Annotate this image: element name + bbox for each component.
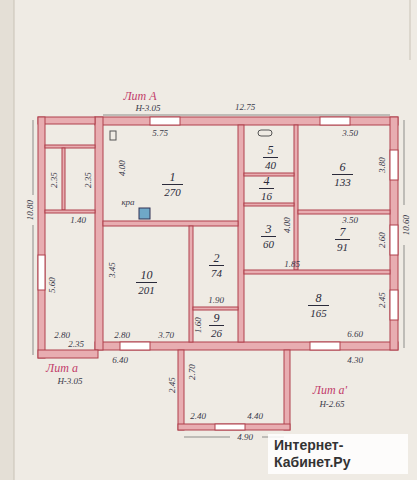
dimension-label: 6.40 xyxy=(112,355,128,365)
dimension-label: 2.70 xyxy=(187,364,197,380)
dimension-label: 12.75 xyxy=(235,102,255,112)
room-area: 270 xyxy=(162,184,183,199)
room-area: 60 xyxy=(261,236,276,251)
dimension-label: 1.40 xyxy=(70,215,86,225)
room-number: 3 xyxy=(261,223,276,236)
dimension-label: 1.85 xyxy=(284,259,300,269)
dimension-label: 2.80 xyxy=(54,330,70,340)
room-label: 360 xyxy=(261,223,276,251)
dimension-label: Н-3.05 xyxy=(57,376,82,386)
dimension-label: Н-2.65 xyxy=(319,399,344,409)
room-label: 274 xyxy=(209,252,224,280)
dimension-label: 3.80 xyxy=(377,157,387,173)
room-label: 540 xyxy=(263,144,278,172)
room-number: 2 xyxy=(209,252,224,265)
room-label: 926 xyxy=(209,312,224,340)
room-number: 6 xyxy=(332,161,353,174)
room-label: 8165 xyxy=(308,292,329,320)
dimension-label: Н-3.05 xyxy=(135,103,160,113)
dimension-label: 2.45 xyxy=(167,377,177,393)
room-number: 9 xyxy=(209,312,224,325)
room-number: 5 xyxy=(263,144,278,157)
dimension-label: 2.35 xyxy=(83,172,93,188)
room-number: 1 xyxy=(162,171,183,184)
room-area: 91 xyxy=(335,239,350,254)
dimension-label: 2.35 xyxy=(49,172,59,188)
room-label: 6133 xyxy=(332,161,353,189)
dimension-label: 3.70 xyxy=(158,330,174,340)
dimension-label: 3.45 xyxy=(107,262,117,278)
room-area: 16 xyxy=(259,188,274,203)
dimension-label: 2.80 xyxy=(114,330,130,340)
building-letter: Лит а xyxy=(46,362,78,375)
dimension-label: кра xyxy=(121,197,134,207)
dimension-label: 2.40 xyxy=(190,411,206,421)
room-area: 40 xyxy=(263,157,278,172)
building-letter: Лит А xyxy=(123,90,156,103)
room-number: 8 xyxy=(308,292,329,305)
room-label: 10201 xyxy=(136,269,157,297)
building-letter: Лит а' xyxy=(313,384,347,397)
room-number: 10 xyxy=(136,269,157,282)
dimension-label: 5.60 xyxy=(47,277,57,293)
dimension-label: 3.50 xyxy=(342,128,358,138)
dimension-label: 1.60 xyxy=(193,317,203,333)
room-label: 1270 xyxy=(162,171,183,199)
watermark: Интернет-Кабинет.Ру xyxy=(268,434,408,474)
room-label: 791 xyxy=(335,226,350,254)
dimension-label: 3.50 xyxy=(342,215,358,225)
dimension-label: 10.80 xyxy=(25,200,35,220)
dimension-label: 6.60 xyxy=(347,329,363,339)
room-area: 26 xyxy=(209,325,224,340)
dimension-label: 4.00 xyxy=(282,217,292,233)
room-number: 7 xyxy=(335,226,350,239)
room-area: 74 xyxy=(209,265,224,280)
room-area: 165 xyxy=(308,305,329,320)
room-area: 201 xyxy=(136,282,157,297)
dimension-label: 10.60 xyxy=(401,215,411,235)
dimension-label: 4.30 xyxy=(347,355,363,365)
room-label: 416 xyxy=(259,175,274,203)
dimension-label: 1.90 xyxy=(208,295,224,305)
dimension-label: 2.60 xyxy=(377,232,387,248)
room-area: 133 xyxy=(332,174,353,189)
dimension-label: 2.35 xyxy=(68,339,84,349)
dimension-label: 4.90 xyxy=(237,432,253,442)
room-number: 4 xyxy=(259,175,274,188)
dimension-label: 5.75 xyxy=(152,128,168,138)
dimension-label: 2.45 xyxy=(377,292,387,308)
dimension-label: 4.40 xyxy=(247,411,263,421)
dimension-label: 4.00 xyxy=(117,160,127,176)
